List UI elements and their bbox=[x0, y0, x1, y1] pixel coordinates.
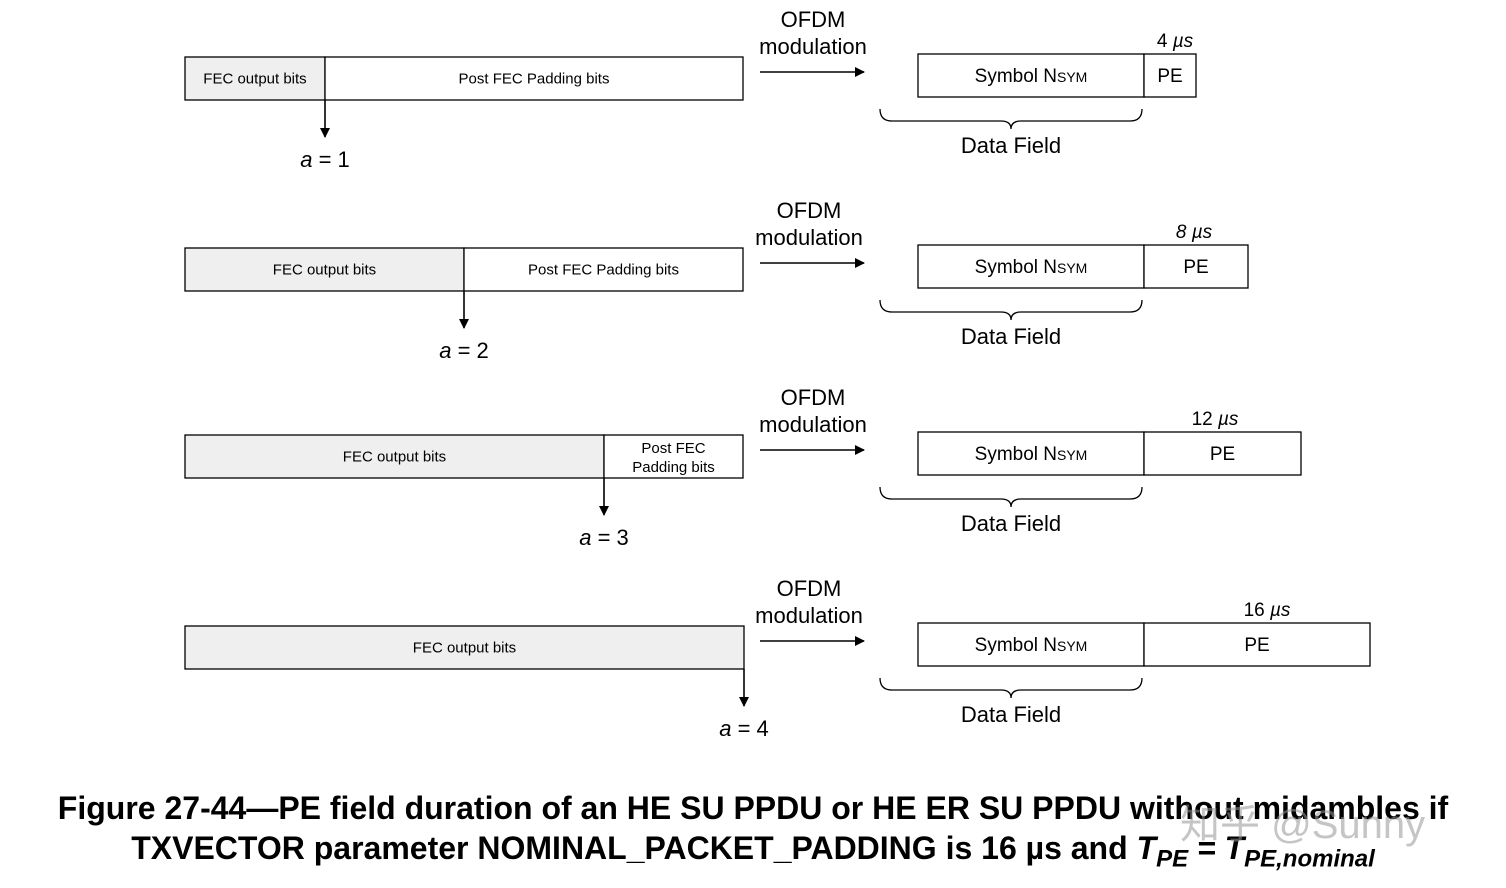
a-number: 2 bbox=[477, 338, 489, 363]
symbol-nsym-label: Symbol NSYM bbox=[975, 635, 1088, 656]
pe-label: PE bbox=[1183, 257, 1208, 278]
a-number: 4 bbox=[757, 716, 769, 741]
symbol-nsym-box bbox=[917, 431, 1145, 476]
symbol-text: Symbol N bbox=[975, 635, 1057, 656]
pe-label: PE bbox=[1244, 635, 1269, 656]
post-fec-padding-label: Padding bits bbox=[632, 459, 715, 476]
a-value-label: a = 3 bbox=[579, 525, 629, 550]
post-fec-padding-label: Post FEC bbox=[641, 440, 705, 457]
symbol-nsym-box bbox=[917, 53, 1145, 98]
symbol-subscript: SYM bbox=[1057, 69, 1087, 85]
symbol-text: Symbol N bbox=[975, 66, 1057, 87]
diagram-row-2: FEC output bits Post FEC Padding bits a = … bbox=[184, 198, 1249, 363]
a-symbol: a bbox=[439, 338, 451, 363]
caption-equals: = bbox=[1188, 830, 1225, 866]
post-fec-padding-label: Post FEC Padding bits bbox=[459, 71, 610, 88]
data-field-brace bbox=[879, 486, 1143, 508]
pe-duration-label: 16 µs bbox=[1244, 600, 1291, 621]
data-field-label: Data Field bbox=[961, 324, 1061, 349]
a-number: 3 bbox=[617, 525, 629, 550]
a-symbol: a bbox=[719, 716, 731, 741]
data-field-label: Data Field bbox=[961, 133, 1061, 158]
duration-unit: µs bbox=[1217, 409, 1239, 430]
fec-output-label: FEC output bits bbox=[203, 71, 306, 88]
duration-value: 16 bbox=[1244, 600, 1265, 621]
fec-output-box bbox=[184, 56, 326, 101]
pe-box bbox=[1143, 53, 1197, 98]
a-value-label: a = 2 bbox=[439, 338, 489, 363]
duration-value: 4 bbox=[1157, 31, 1168, 52]
caption-t-pe: T bbox=[1136, 830, 1157, 866]
modulation-label: modulation bbox=[759, 34, 867, 59]
pe-box bbox=[1143, 622, 1371, 667]
symbol-text: Symbol N bbox=[975, 257, 1057, 278]
symbol-subscript: SYM bbox=[1057, 447, 1087, 463]
symbol-subscript: SYM bbox=[1057, 638, 1087, 654]
modulation-label: modulation bbox=[759, 412, 867, 437]
data-field-brace bbox=[879, 677, 1143, 699]
post-fec-padding-label: Post FEC Padding bits bbox=[528, 262, 679, 279]
duration-value: 12 bbox=[1192, 409, 1213, 430]
symbol-nsym-box bbox=[917, 622, 1145, 667]
data-field-brace bbox=[879, 299, 1143, 321]
caption-line-2-text: TXVECTOR parameter NOMINAL_PACKET_PADDIN… bbox=[131, 830, 1137, 866]
pe-duration-label: 8 µs bbox=[1176, 222, 1213, 243]
pe-label: PE bbox=[1210, 444, 1235, 465]
caption-line-2: TXVECTOR parameter NOMINAL_PACKET_PADDIN… bbox=[0, 828, 1506, 879]
fec-output-box bbox=[184, 434, 605, 479]
diagram-row-4: FEC output bits a = 4 OFDMmodulationSymbol… bbox=[184, 576, 1371, 741]
data-field-label: Data Field bbox=[961, 702, 1061, 727]
duration-unit: µs bbox=[1191, 222, 1213, 243]
caption-t-pe-nominal: T bbox=[1224, 830, 1245, 866]
a-equals: = bbox=[591, 525, 616, 550]
a-value-label: a = 1 bbox=[300, 147, 350, 172]
a-symbol: a bbox=[579, 525, 591, 550]
diagram-row-1: FEC output bits Post FEC Padding bits a = … bbox=[184, 7, 1197, 172]
symbol-nsym-label: Symbol NSYM bbox=[975, 257, 1088, 278]
pe-box bbox=[1143, 244, 1249, 289]
symbol-subscript: SYM bbox=[1057, 260, 1087, 276]
post-fec-padding-box bbox=[603, 434, 744, 479]
duration-value: 8 bbox=[1176, 222, 1187, 243]
pe-duration-label: 12 µs bbox=[1192, 409, 1239, 430]
a-equals: = bbox=[451, 338, 476, 363]
modulation-label: modulation bbox=[755, 603, 863, 628]
diagram-row-3: FEC output bits Post FEC Padding bits a = 3… bbox=[184, 385, 1302, 550]
a-value-label: a = 4 bbox=[719, 716, 769, 741]
caption-sub-pe-nominal: PE,nominal bbox=[1244, 845, 1375, 873]
fec-output-box bbox=[184, 625, 745, 670]
post-fec-padding-box bbox=[463, 247, 744, 292]
a-equals: = bbox=[312, 147, 337, 172]
pe-box bbox=[1143, 431, 1302, 476]
a-number: 1 bbox=[338, 147, 350, 172]
ofdm-label: OFDM bbox=[777, 576, 842, 601]
fec-output-label: FEC output bits bbox=[413, 640, 516, 657]
post-fec-padding-box bbox=[324, 56, 744, 101]
ofdm-label: OFDM bbox=[781, 385, 846, 410]
pe-duration-label: 4 µs bbox=[1157, 31, 1194, 52]
symbol-text: Symbol N bbox=[975, 444, 1057, 465]
duration-unit: µs bbox=[1269, 600, 1291, 621]
caption-sub-pe: PE bbox=[1156, 845, 1189, 873]
figure-caption: Figure 27-44—PE field duration of an HE … bbox=[0, 788, 1506, 879]
symbol-nsym-label: Symbol NSYM bbox=[975, 444, 1088, 465]
fec-output-label: FEC output bits bbox=[273, 262, 376, 279]
ofdm-label: OFDM bbox=[781, 7, 846, 32]
a-equals: = bbox=[731, 716, 756, 741]
modulation-label: modulation bbox=[755, 225, 863, 250]
symbol-nsym-label: Symbol NSYM bbox=[975, 66, 1088, 87]
data-field-label: Data Field bbox=[961, 511, 1061, 536]
a-symbol: a bbox=[300, 147, 312, 172]
ofdm-label: OFDM bbox=[777, 198, 842, 223]
watermark: 知乎 @Sunny bbox=[1180, 803, 1426, 847]
fec-output-label: FEC output bits bbox=[343, 449, 446, 466]
pe-label: PE bbox=[1157, 66, 1182, 87]
caption-line-1: Figure 27-44—PE field duration of an HE … bbox=[57, 790, 1449, 826]
duration-unit: µs bbox=[1172, 31, 1194, 52]
data-field-brace bbox=[879, 108, 1143, 130]
